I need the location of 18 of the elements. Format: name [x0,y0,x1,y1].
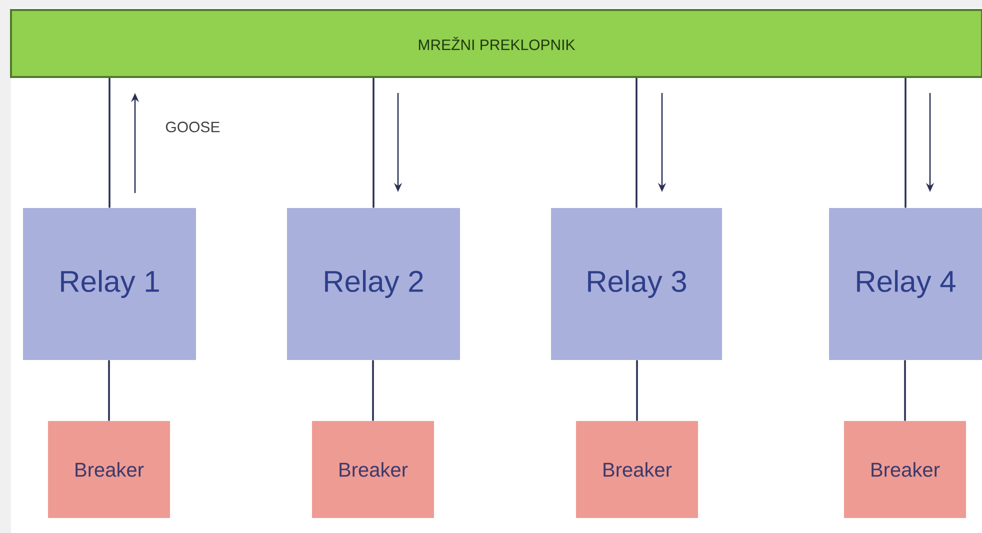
signal-label: GOOSE [166,122,220,132]
connector-line [904,360,906,421]
relay-box: Relay 2 [287,208,460,360]
breaker-box: Breaker [576,421,698,518]
connector-line [904,78,906,208]
connector-line [636,360,638,421]
breaker-box: Breaker [48,421,170,518]
connector-line [108,78,110,208]
breaker-box: Breaker [312,421,434,518]
relay-box: Relay 1 [23,208,196,360]
breaker-box: Breaker [844,421,966,518]
connector-line [372,78,374,208]
switch-bar: MREŽNI PREKLOPNIK [10,9,982,78]
connector-line [108,360,110,421]
relay-box: Relay 3 [551,208,722,360]
connector-line [372,360,374,421]
connector-line [636,78,638,208]
relay-box: Relay 4 [829,208,982,360]
